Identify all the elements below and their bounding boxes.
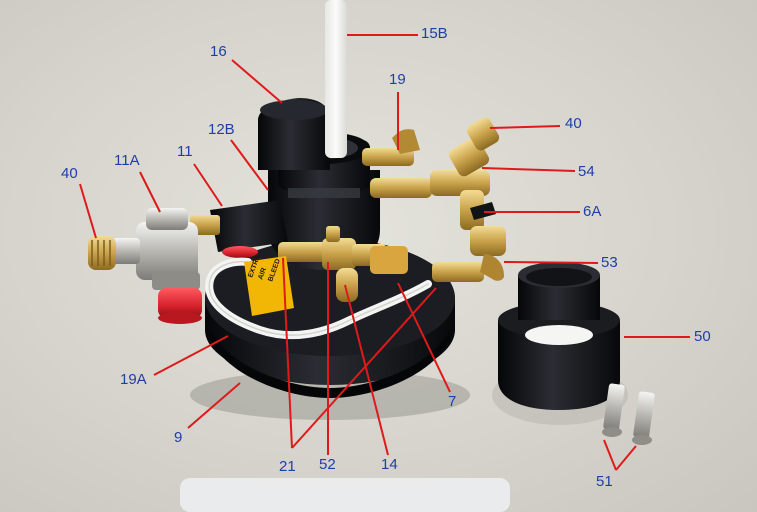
warning-line-2: AIR [257, 267, 268, 281]
callout-7: 7 [448, 393, 457, 410]
callout-19a: 19A [120, 371, 147, 388]
callout-54: 54 [578, 163, 595, 180]
callout-50: 50 [694, 328, 711, 345]
left-block [210, 200, 288, 252]
callout-16: 16 [210, 43, 227, 60]
callout-11: 11 [177, 143, 193, 160]
brass-manifold [278, 226, 408, 302]
callout-51: 51 [596, 473, 613, 490]
callout-19: 19 [389, 71, 406, 88]
warning-label: EXTRA AIR BLEED [244, 254, 294, 316]
callout-11a: 11A [114, 152, 140, 169]
callout-12b: 12B [208, 121, 235, 138]
callout-6a: 6A [583, 203, 602, 220]
hex-screws [602, 383, 655, 445]
background-blur [180, 478, 510, 512]
callout-53: 53 [601, 254, 618, 271]
leader-lines [79, 34, 690, 471]
rear-cup [258, 98, 330, 170]
regulator-assembly [88, 208, 220, 324]
callout-40-left: 40 [61, 165, 78, 182]
threaded-adapter [492, 262, 628, 425]
callout-9: 9 [174, 429, 183, 446]
callout-15b: 15B [421, 25, 448, 42]
callout-14: 14 [381, 456, 398, 473]
vertical-tube [325, 0, 347, 158]
callout-40-top: 40 [565, 115, 582, 132]
callout-52: 52 [319, 456, 336, 473]
callout-21: 21 [279, 458, 296, 475]
red-ring [222, 246, 258, 258]
